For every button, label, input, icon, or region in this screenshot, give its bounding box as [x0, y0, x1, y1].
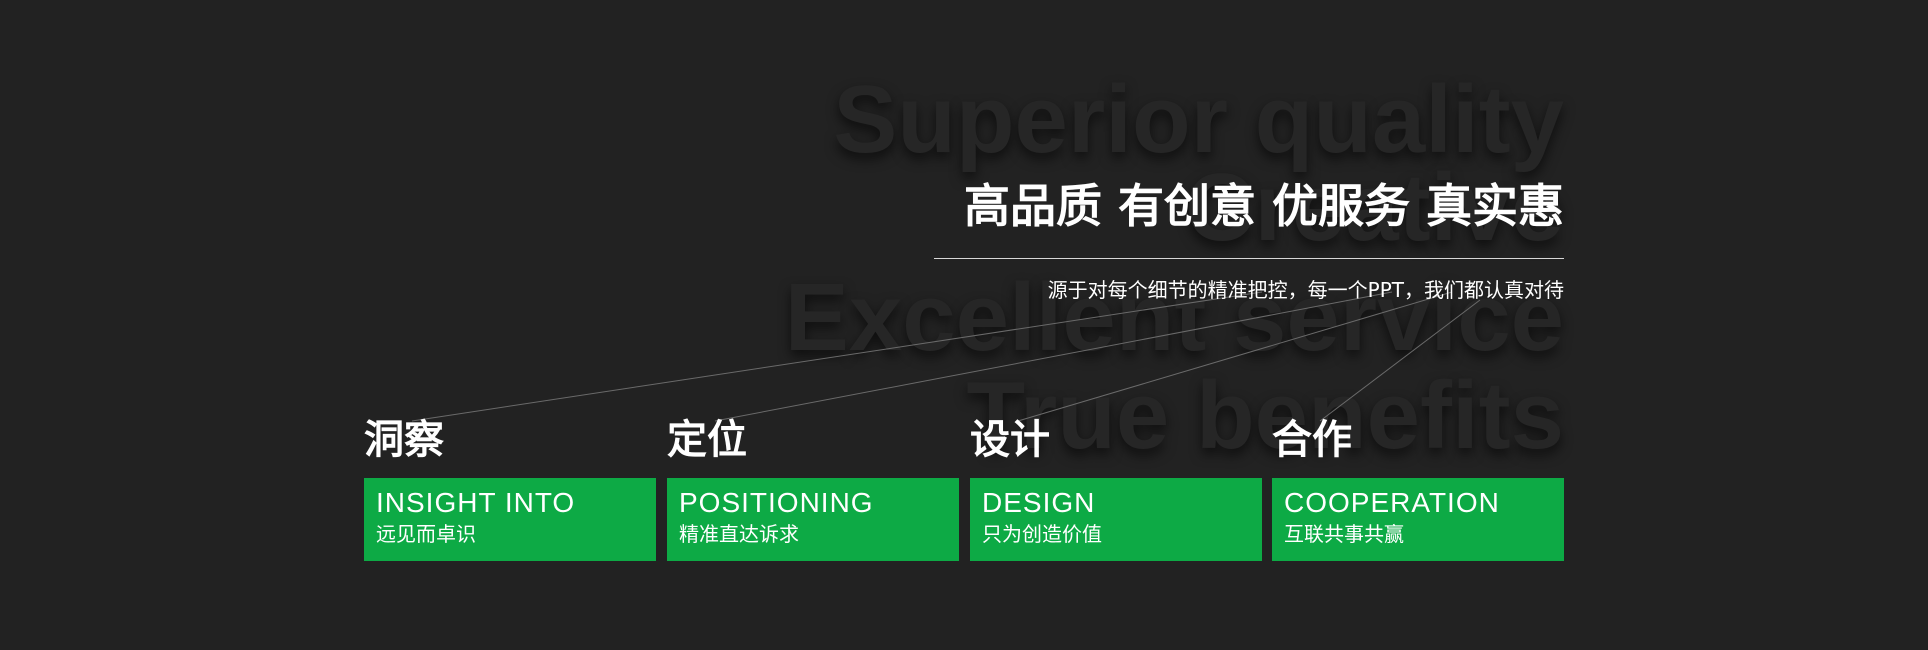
pillar-title: 合作 [1272, 417, 1352, 463]
connector-line-insight [411, 291, 1263, 422]
background-word-superior-quality: Superior quality [833, 66, 1564, 173]
subline: 源于对每个细节的精准把控，每一个PPT，我们都认真对待 [1047, 278, 1564, 302]
connector-line-cooperation [1319, 299, 1481, 422]
headline: 高品质 有创意 优服务 真实惠 [963, 179, 1564, 233]
pillar-chinese-label: 远见而卓识 [376, 522, 476, 546]
pillar-design: 设计 DESIGN 只为创造价值 [970, 415, 1262, 561]
pillar-chinese-label: 互联共事共赢 [1284, 522, 1404, 546]
background-word-creative: Creative [1185, 154, 1564, 261]
pillar-title: 设计 [970, 417, 1050, 463]
pillar-card: COOPERATION 互联共事共赢 [1272, 478, 1564, 561]
background-word-excellent-service: Excellent service [784, 264, 1564, 371]
connector-line-positioning [714, 291, 1393, 422]
headline-divider [934, 258, 1564, 259]
pillar-chinese-label: 精准直达诉求 [679, 522, 799, 546]
pillar-title: 洞察 [364, 417, 444, 463]
pillar-cooperation: 合作 COOPERATION 互联共事共赢 [1272, 415, 1564, 561]
pillar-english-label: POSITIONING [679, 487, 874, 518]
pillar-english-label: DESIGN [982, 487, 1096, 518]
pillar-card: POSITIONING 精准直达诉求 [667, 478, 959, 561]
pillar-chinese-label: 只为创造价值 [982, 522, 1102, 546]
background-word-true-benefits: True benefits [966, 362, 1564, 469]
pillar-insight: 洞察 INSIGHT INTO 远见而卓识 [364, 415, 656, 561]
connector-line-design [1017, 291, 1453, 422]
pillar-card: DESIGN 只为创造价值 [970, 478, 1262, 561]
pillar-english-label: COOPERATION [1284, 487, 1500, 518]
pillar-english-label: INSIGHT INTO [376, 487, 576, 518]
pillar-title: 定位 [667, 417, 747, 463]
pillar-positioning: 定位 POSITIONING 精准直达诉求 [667, 415, 959, 561]
pillar-card: INSIGHT INTO 远见而卓识 [364, 478, 656, 561]
